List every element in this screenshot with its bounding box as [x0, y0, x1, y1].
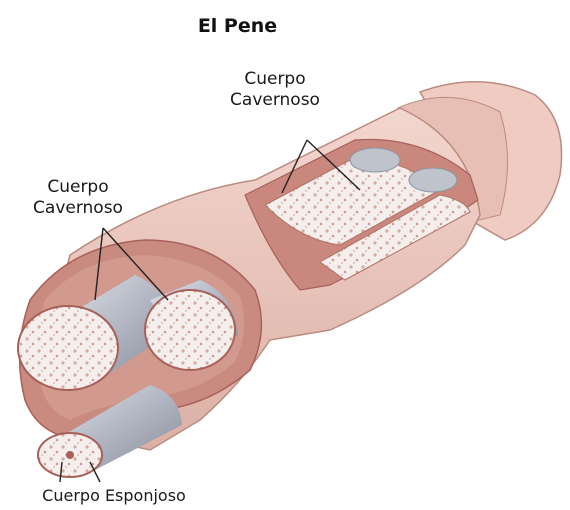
label-corpus-cavernosum-top: Cuerpo Cavernoso	[215, 69, 335, 111]
label-top-line2: Cavernoso	[215, 90, 335, 111]
label-left-line2: Cavernoso	[18, 198, 138, 219]
page-title: El Pene	[0, 15, 475, 37]
label-corpus-cavernosum-left: Cuerpo Cavernoso	[18, 177, 138, 219]
label-corpus-spongiosum: Cuerpo Esponjoso	[14, 486, 214, 505]
urethra	[66, 451, 74, 459]
label-top-line1: Cuerpo	[215, 69, 335, 90]
label-left-line1: Cuerpo	[18, 177, 138, 198]
